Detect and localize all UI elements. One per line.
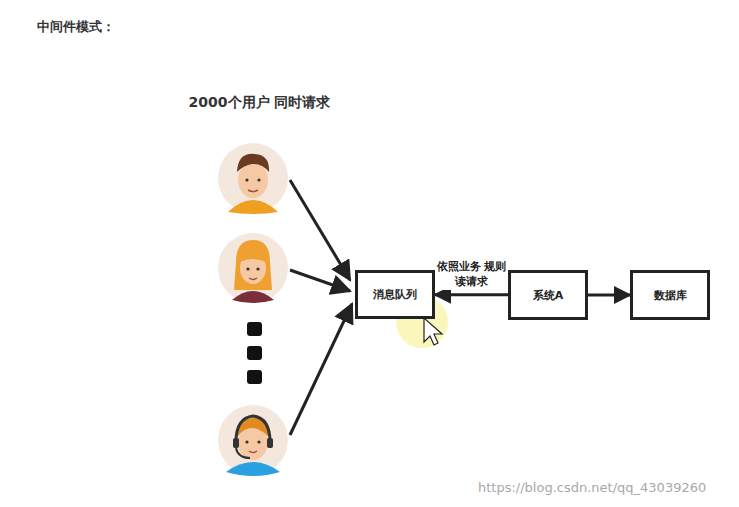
user-avatar bbox=[218, 143, 288, 214]
box-label: 系统A bbox=[529, 286, 568, 305]
watermark: https://blog.csdn.net/qq_43039260 bbox=[478, 480, 706, 495]
user-avatar bbox=[218, 405, 288, 476]
box-label: 数据库 bbox=[650, 286, 691, 305]
process-box: 数据库 bbox=[630, 270, 710, 320]
connector-arrow bbox=[588, 294, 630, 297]
edge-label: 依照业务 规则读请求 bbox=[436, 260, 508, 290]
page-title: 中间件模式： bbox=[37, 18, 115, 36]
connector-arrow bbox=[435, 293, 508, 296]
process-box: 系统A bbox=[508, 270, 588, 320]
request-arrows bbox=[290, 180, 352, 435]
ellipsis-marks bbox=[247, 322, 262, 384]
group-label: 2000个用户 同时请求 bbox=[182, 93, 337, 111]
box-label: 消息队列 bbox=[369, 285, 421, 304]
user-avatar bbox=[218, 233, 288, 303]
process-box: 消息队列 bbox=[355, 270, 435, 319]
